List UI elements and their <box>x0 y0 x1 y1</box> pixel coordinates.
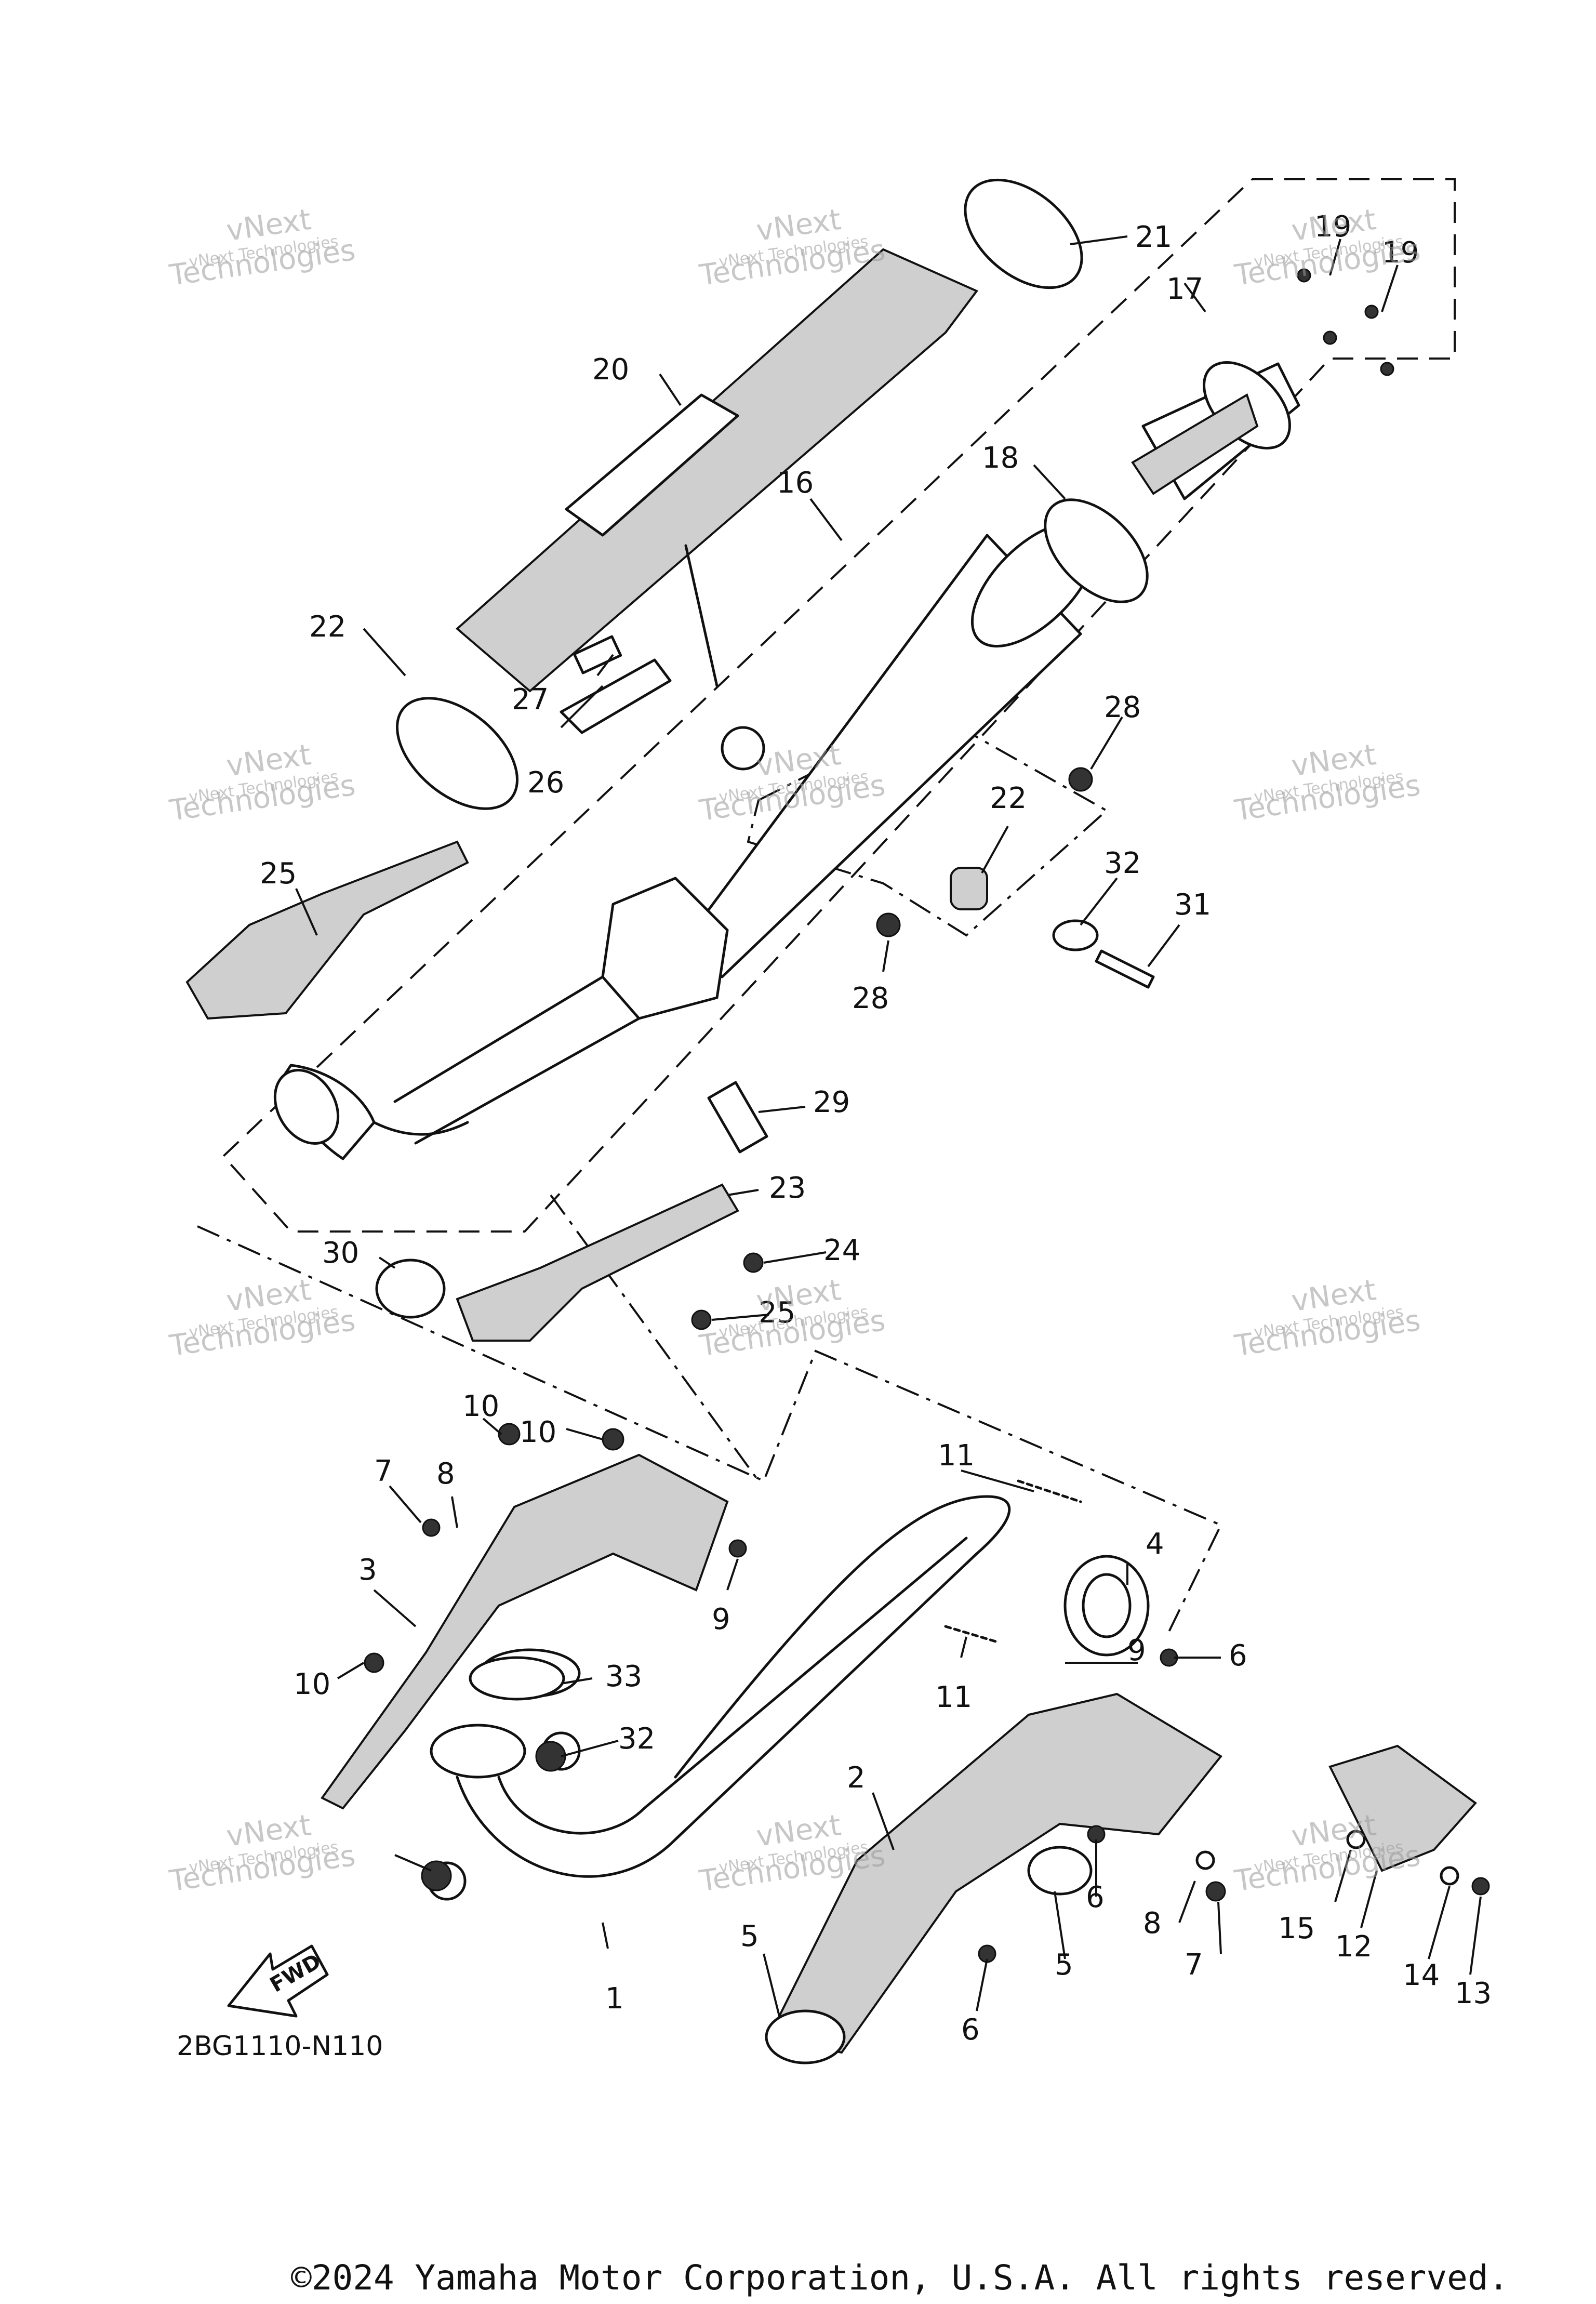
callout-19: 19 <box>1382 236 1419 270</box>
watermark: vNext Technologies Technologies vNext <box>167 738 357 828</box>
callout-33: 33 <box>605 1660 642 1693</box>
silencer-2 <box>765 1648 1226 2064</box>
tail-pipe-assembly <box>1044 268 1394 603</box>
protector-12 <box>1328 1744 1490 1896</box>
callout-8: 8 <box>1143 1906 1162 1940</box>
callout-10: 10 <box>462 1389 499 1423</box>
callout-7: 7 <box>374 1454 393 1488</box>
diagram-code: 2BG1110-N110 <box>177 2031 383 2062</box>
clamp-22-lower <box>396 697 518 810</box>
callout-7: 7 <box>1185 1948 1203 1982</box>
callout-labels: 21 19 19 17 20 18 16 22 27 28 26 22 25 3… <box>260 210 1492 2047</box>
callout-14: 14 <box>1403 1958 1440 1992</box>
callout-12: 12 <box>1335 1930 1372 1964</box>
callout-9: 9 <box>1127 1634 1146 1667</box>
callout-20: 22 <box>990 782 1027 815</box>
callout-27: 27 <box>512 683 549 717</box>
callout-18: 18 <box>982 441 1019 475</box>
callout-11: 11 <box>938 1439 975 1473</box>
leader-lines <box>295 235 1482 2017</box>
callout-21: 20 <box>592 353 629 387</box>
watermark: vNext Technologies Technologies vNext <box>1232 738 1422 828</box>
springs-gaskets <box>421 1479 1082 1891</box>
watermark: vNext Technologies Technologies vNext <box>167 1273 357 1363</box>
callout-28: 28 <box>852 982 889 1015</box>
callout-24: 25 <box>260 857 297 891</box>
callout-26: 26 <box>527 766 564 800</box>
callout-23: 23 <box>769 1171 806 1205</box>
callout-5: 5 <box>740 1919 759 1953</box>
callout-6: 6 <box>1229 1639 1247 1673</box>
callout-5: 5 <box>1055 1948 1073 1982</box>
callout-11: 11 <box>935 1680 972 1714</box>
callout-32: 32 <box>618 1722 655 1756</box>
callout-22: 22 <box>309 610 346 644</box>
callout-6: 6 <box>961 2013 980 2047</box>
callout-3: 3 <box>358 1553 377 1587</box>
callout-10: 10 <box>520 1415 556 1449</box>
callout-16: 16 <box>777 466 814 500</box>
callout-9: 9 <box>712 1603 730 1636</box>
protector-24 <box>185 840 469 1020</box>
fwd-arrow-icon: FWD <box>227 1944 329 2018</box>
callout-1: 1 <box>605 1982 624 2016</box>
callout-6: 6 <box>1086 1881 1105 1914</box>
watermark: vNext Technologies Technologies vNext <box>697 1273 887 1363</box>
callout-4: 4 <box>1146 1527 1164 1561</box>
callout-25: 24 <box>823 1234 860 1267</box>
protector-23 <box>375 1081 768 1342</box>
watermark: vNext Technologies Technologies vNext <box>167 203 357 293</box>
callout-22: 21 <box>1135 220 1172 254</box>
callout-17: 17 <box>1166 272 1203 306</box>
callout-30: 31 <box>1174 888 1211 922</box>
watermark: vNext Technologies Technologies vNext <box>1232 1273 1422 1363</box>
mounting-hardware <box>560 635 1155 989</box>
callout-19: 19 <box>1314 210 1351 244</box>
callout-28: 28 <box>1104 691 1141 724</box>
callout-13: 13 <box>1455 1977 1492 2010</box>
callout-29: 29 <box>813 1085 850 1119</box>
heat-protector-3 <box>321 1423 747 1810</box>
muffler-assembly <box>273 521 1097 1160</box>
callout-2: 2 <box>847 1761 866 1795</box>
callout-15: 15 <box>1278 1912 1315 1945</box>
callout-8: 8 <box>436 1457 455 1491</box>
copyright-footer: ©2024 Yamaha Motor Corporation, U.S.A. A… <box>291 2258 1509 2298</box>
callout-10: 10 <box>294 1667 330 1701</box>
watermark: vNext Technologies Technologies vNext <box>167 1808 357 1898</box>
callout-25: 25 <box>759 1296 795 1330</box>
callout-29: 30 <box>322 1236 359 1270</box>
callout-31: 32 <box>1104 846 1141 880</box>
clamp-22-upper <box>964 178 1083 289</box>
heat-protector-upper <box>455 248 979 693</box>
